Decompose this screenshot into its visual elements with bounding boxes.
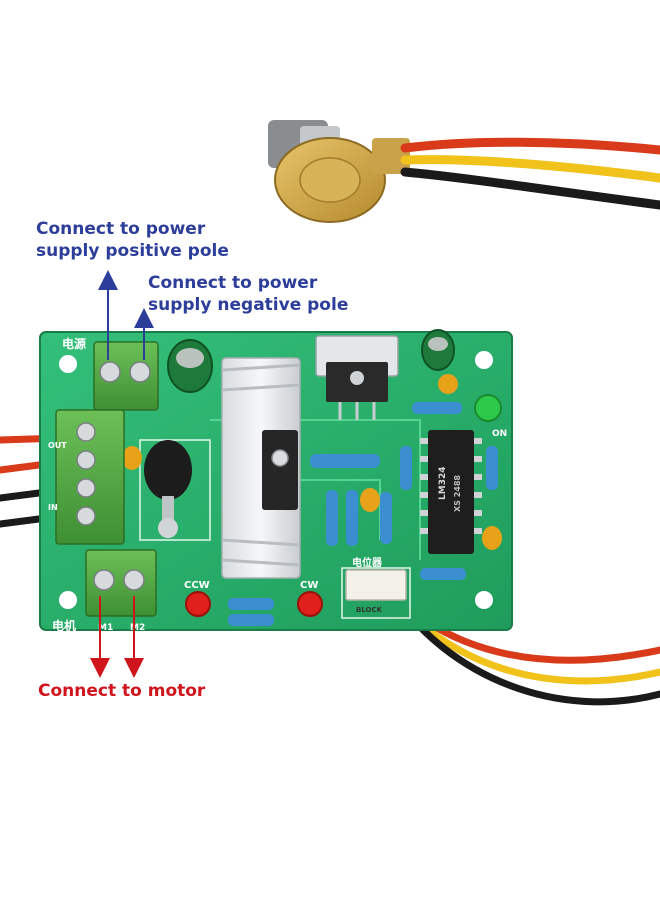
terminal-power <box>93 341 159 411</box>
silk-m1: M1 <box>98 623 113 633</box>
label-positive: Connect to power supply positive pole <box>36 218 229 262</box>
terminal-motor <box>85 549 157 617</box>
label-positive-line1: Connect to power <box>36 219 206 239</box>
ic-chip <box>420 430 482 554</box>
silk-pot: 电位器 <box>352 556 383 569</box>
label-negative-line2: supply negative pole <box>148 295 349 315</box>
heatsink <box>221 357 301 579</box>
silk-power: 电源 <box>62 336 86 351</box>
leds <box>185 394 502 617</box>
label-motor: Connect to motor <box>38 681 206 701</box>
resistors <box>228 402 498 626</box>
power-diode <box>144 440 192 538</box>
silk-on: ON <box>492 429 507 439</box>
label-negative: Connect to power supply negative pole <box>148 272 348 316</box>
silk-cw: CW <box>300 580 318 591</box>
annotation-arrows <box>90 270 154 678</box>
chip-label-1: LM324 <box>438 467 448 500</box>
silk-m2: M2 <box>130 623 145 633</box>
label-positive-line2: supply positive pole <box>36 241 229 261</box>
silk-motor: 电机 <box>52 618 76 633</box>
pot-connector <box>345 569 407 601</box>
silk-ccw: CCW <box>184 580 210 591</box>
silk-block: BLOCK <box>356 606 383 614</box>
voltage-regulator <box>315 335 399 420</box>
electrolytic-capacitors <box>167 329 455 393</box>
silkscreen-text: 电源 电机 M1 M2 OUT IN CCW CW ON 电位器 BLOCK L… <box>48 336 507 633</box>
silk-in: IN <box>48 503 58 512</box>
silk-out: OUT <box>48 441 67 450</box>
label-negative-line1: Connect to power <box>148 273 318 293</box>
chip-label-2: XS 2488 <box>453 475 462 512</box>
ceramic-capacitors <box>122 374 502 550</box>
potentiometer <box>268 120 410 223</box>
terminal-io <box>55 409 125 545</box>
